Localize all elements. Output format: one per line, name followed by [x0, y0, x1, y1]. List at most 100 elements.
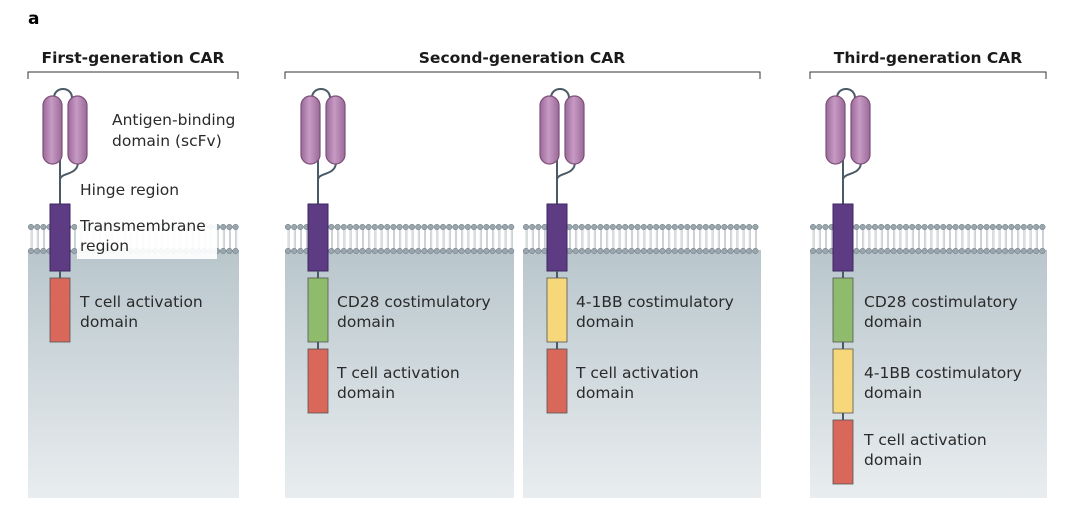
lipid-head	[34, 247, 41, 255]
receptor-third-generation	[825, 88, 871, 485]
lipid-head	[890, 247, 897, 255]
lipid-head	[232, 247, 239, 255]
lipid-head	[952, 247, 959, 255]
lipid-head	[946, 223, 953, 231]
lipid-head	[865, 223, 872, 231]
lipid-head	[529, 223, 536, 231]
antigen-binding-label-line1: Antigen-binding	[112, 111, 235, 129]
lipid-head	[334, 223, 341, 231]
lipid-head	[477, 223, 484, 231]
lipid-head	[1008, 247, 1015, 255]
lipid-head	[708, 247, 716, 255]
lipid-head	[384, 223, 391, 231]
lipid-head	[809, 223, 817, 231]
lipid-head	[628, 247, 635, 255]
cd28-costimulatory-domain	[307, 277, 329, 343]
lipid-head	[684, 223, 691, 231]
t-cell-activation-label-second-a-line1: T cell activation	[336, 364, 460, 382]
lipid-head	[27, 223, 35, 231]
lipid-head	[508, 247, 515, 255]
scfv-domain-heavy	[539, 95, 560, 165]
lipid-head	[915, 247, 922, 255]
lipid-head	[659, 247, 666, 255]
lipid-head	[909, 223, 916, 231]
lipid-head	[964, 223, 972, 231]
lipid-head	[232, 223, 239, 231]
lipid-head	[1026, 223, 1034, 231]
lipid-head	[609, 247, 616, 255]
second-generation-header: Second-generation CAR	[284, 49, 761, 79]
lipid-head	[933, 223, 941, 231]
lipid-head	[653, 223, 660, 231]
lipid-head	[439, 247, 447, 255]
third-generation-bracket	[809, 71, 1047, 79]
hinge-region-label: Hinge region	[80, 181, 179, 199]
scfv-linker	[59, 161, 79, 181]
lipid-head	[483, 247, 490, 255]
scfv-domain-light	[325, 95, 346, 165]
lipid-head	[346, 247, 354, 255]
lipid-head	[489, 223, 496, 231]
lipid-head	[946, 247, 953, 255]
41bb-label-second-line2: domain	[576, 313, 634, 331]
lipid-head	[535, 247, 542, 255]
lipid-head	[1002, 247, 1009, 255]
t-cell-activation-domain	[546, 348, 568, 414]
lipid-head	[921, 223, 928, 231]
lipid-head	[921, 247, 928, 255]
lipid-head	[522, 223, 530, 231]
lipid-head	[902, 247, 910, 255]
lipid-head	[715, 223, 722, 231]
lipid-head	[739, 223, 747, 231]
scfv-domain-heavy	[42, 95, 63, 165]
lipid-head	[439, 223, 447, 231]
41bb-costimulatory-domain	[832, 348, 854, 414]
lipid-head	[427, 223, 434, 231]
scfv-domain-heavy	[825, 95, 846, 165]
lipid-head	[816, 247, 823, 255]
lipid-head	[508, 223, 515, 231]
lipid-head	[752, 247, 759, 255]
lipid-head	[421, 223, 428, 231]
lipid-head	[40, 247, 47, 255]
lipid-head	[878, 223, 885, 231]
lipid-head	[334, 247, 341, 255]
lipid-head	[609, 223, 616, 231]
lipid-head	[396, 247, 403, 255]
lipid-head	[603, 223, 610, 231]
t-cell-activation-label-third-line2: domain	[864, 451, 922, 469]
t-cell-activation-label-first-line2: domain	[80, 313, 138, 331]
lipid-head	[1039, 223, 1046, 231]
lipid-head	[1002, 223, 1009, 231]
t-cell-activation-label-third-line1: T cell activation	[863, 431, 987, 449]
lipid-head	[421, 247, 428, 255]
lipid-head	[408, 223, 416, 231]
lipid-head	[584, 247, 592, 255]
lipid-head	[353, 223, 360, 231]
lipid-head	[328, 247, 335, 255]
lipid-head	[690, 247, 697, 255]
t-cell-activation-domain	[49, 277, 71, 343]
lipid-head	[952, 223, 959, 231]
lipid-head	[359, 247, 366, 255]
lipid-head	[971, 247, 978, 255]
lipid-head	[284, 247, 292, 255]
lipid-head	[495, 247, 502, 255]
lipid-head	[578, 247, 585, 255]
lipid-head	[746, 223, 753, 231]
panel-label: a	[28, 9, 39, 29]
lipid-head	[615, 223, 623, 231]
lipid-head	[591, 223, 598, 231]
lipid-head	[40, 223, 47, 231]
lipid-head	[628, 223, 635, 231]
transmembrane-label-line2: region	[80, 237, 129, 255]
third-generation-title: Third-generation CAR	[834, 49, 1023, 67]
lipid-head	[340, 223, 347, 231]
antigen-binding-label-line2: domain (scFv)	[112, 132, 222, 150]
lipid-head	[653, 247, 660, 255]
lipid-head	[977, 223, 984, 231]
lipid-head	[27, 247, 35, 255]
lipid-head	[371, 247, 378, 255]
